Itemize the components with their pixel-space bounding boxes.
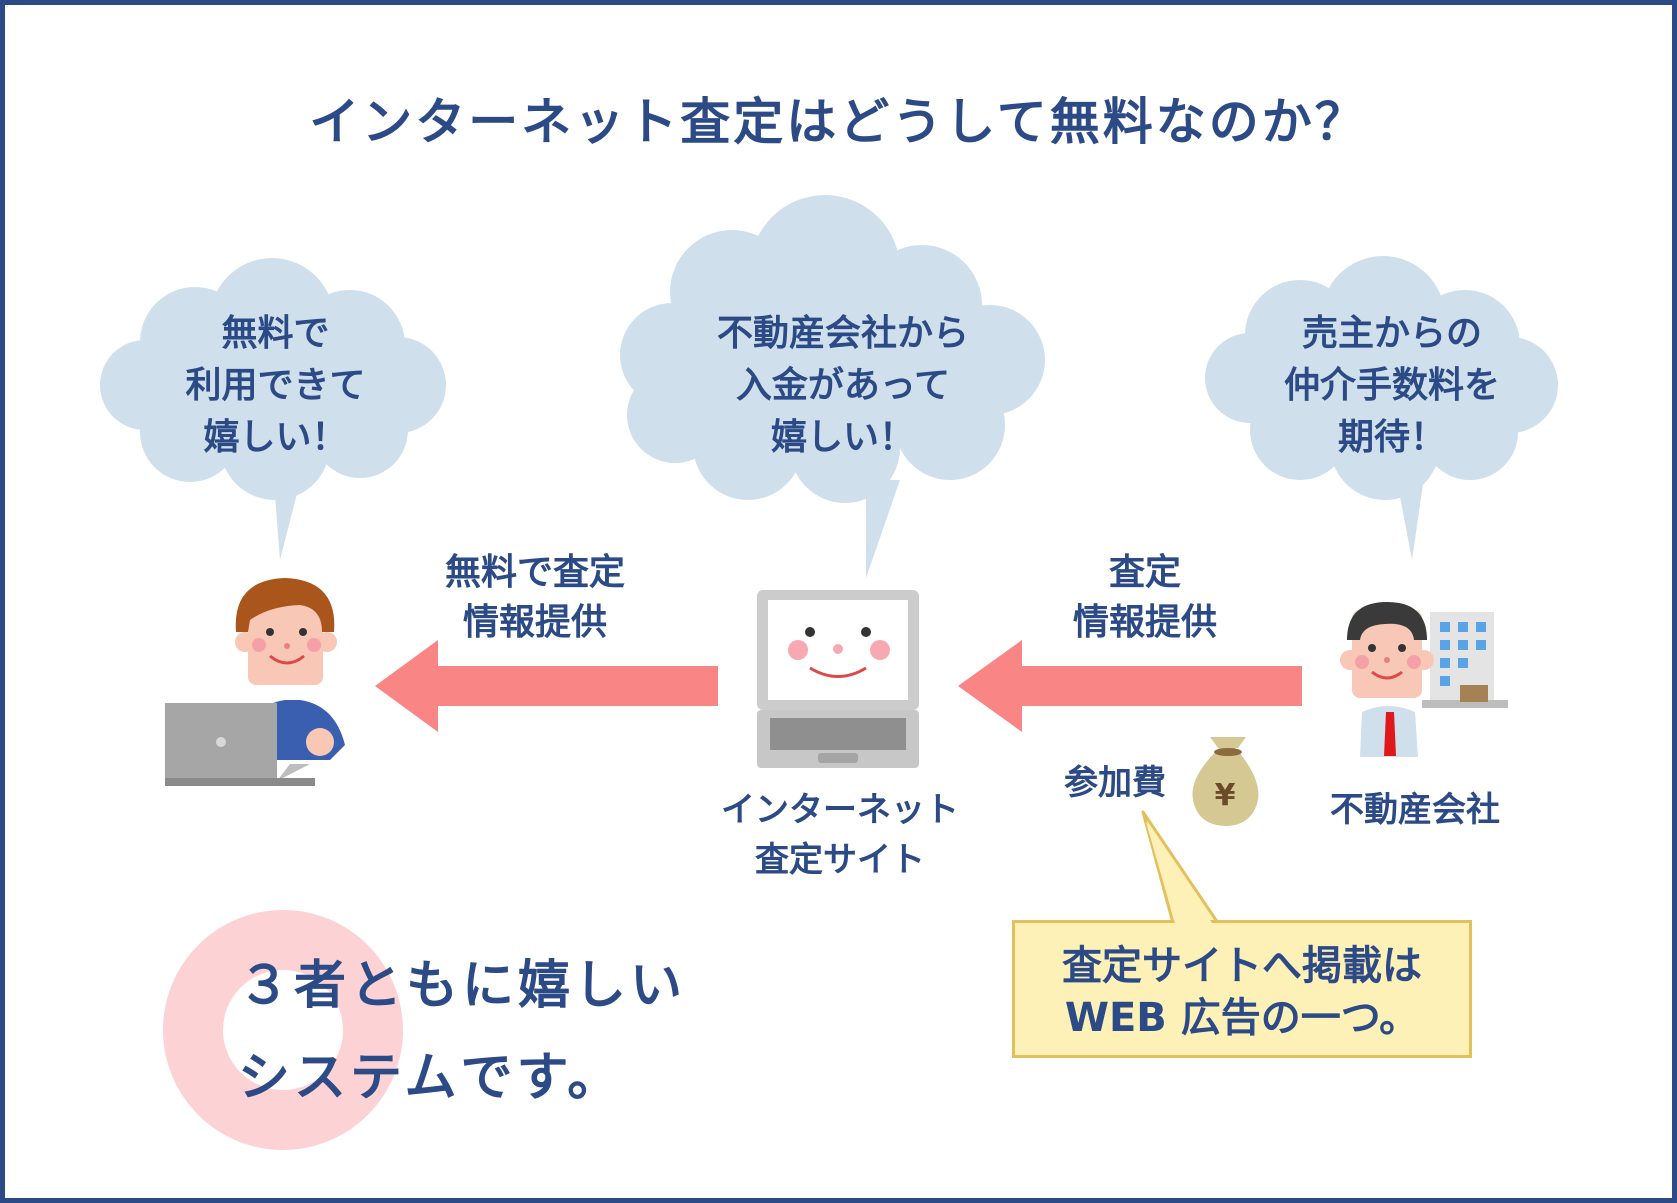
arrow-left-label: 無料で査定 情報提供 [444,552,625,643]
laptop-site-illustration [757,590,919,768]
user-illustration [165,578,345,786]
site-label: インターネット 査定サイト [721,790,959,880]
cloud-user-text: 無料で 利用できて 嬉しい！ [185,313,366,458]
arrow-site-to-user [375,640,718,732]
summary-text: ３者ともに嬉しい システムです。 [238,956,687,1108]
cloud-site [620,195,1045,578]
company-label: 不動産会社 [1330,790,1500,830]
money-bag-icon: ¥ [1192,737,1259,826]
page-title: インターネット査定はどうして無料なのか？ [309,93,1368,151]
arrow-right-label: 査定 情報提供 [1072,552,1217,643]
cloud-company-text: 売主からの 仲介手数料を 期待！ [1283,313,1500,458]
pink-ring-decoration [163,910,403,1150]
cloud-user [100,258,446,560]
cloud-company [1205,256,1558,560]
fee-label: 参加費 [1064,763,1166,803]
arrow-company-to-site [958,640,1302,732]
yen-symbol: ¥ [1215,778,1236,813]
ad-note-text: 査定サイトへ掲載は WEB 広告の一つ。 [1062,943,1422,1041]
ad-note-box [1012,920,1472,1058]
company-illustration [1340,602,1508,757]
cloud-site-text: 不動産会社から 入金があって 嬉しい！ [716,313,969,458]
